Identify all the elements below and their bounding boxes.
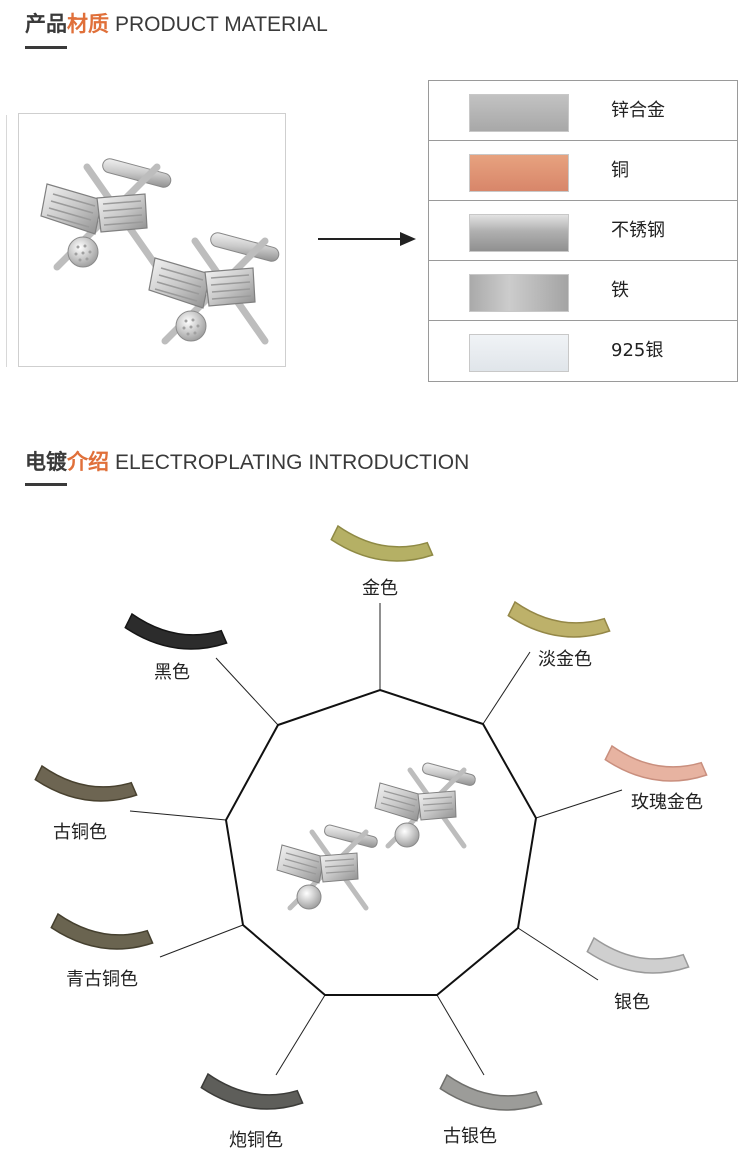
plating-swatch-gold [329,524,435,564]
material-label: 925银 [611,340,664,361]
plating-swatch-antique-bronze [33,764,139,804]
arrow-right-icon [400,232,416,246]
plating-label: 玫瑰金色 [631,792,703,813]
center-cufflinks-illustration [277,762,476,909]
plating-label: 炮铜色 [229,1130,283,1151]
plating-label: 古银色 [443,1126,497,1147]
plating-label: 古铜色 [53,822,107,843]
title-cn-part1: 电镀 [25,450,67,474]
material-swatch [469,154,569,192]
title-cn-part2: 材质 [67,12,109,36]
material-row: 锌合金 [429,81,737,141]
material-row: 不锈钢 [429,201,737,261]
material-label: 不锈钢 [611,220,665,241]
plating-swatch-gunmetal [199,1072,305,1112]
title-cn-part2: 介绍 [67,450,109,474]
plating-swatch-black [123,612,229,652]
material-swatch [469,334,569,372]
material-label: 锌合金 [611,100,665,121]
plating-swatch-antique-silver [438,1073,544,1113]
section-title-plating: 电镀介绍 ELECTROPLATING INTRODUCTION [25,448,469,477]
material-table: 锌合金 铜 不锈钢 铁 925银 [428,80,738,382]
arrow-line [318,238,404,240]
title-en: PRODUCT MATERIAL [115,13,328,36]
material-label: 铜 [611,160,629,181]
material-row: 铜 [429,141,737,201]
section-title-material: 产品材质 PRODUCT MATERIAL [25,10,328,39]
plating-label: 淡金色 [538,649,592,670]
plating-label: 黑色 [154,662,190,683]
title-underline [25,483,67,486]
plating-swatch-green-bronze [49,912,155,952]
material-swatch [469,274,569,312]
title-cn-part1: 产品 [25,12,67,36]
plating-label: 金色 [362,578,398,599]
decagon-frame [224,688,538,996]
plating-swatch-silver [585,936,691,976]
material-label: 铁 [611,280,629,301]
plating-label: 青古铜色 [66,969,138,990]
divider [6,115,7,367]
title-underline [25,46,67,49]
material-swatch [469,214,569,252]
material-row: 925银 [429,321,737,381]
material-row: 铁 [429,261,737,321]
product-image [18,113,286,367]
title-en: ELECTROPLATING INTRODUCTION [115,451,470,474]
connector-lines [129,603,623,1076]
material-swatch [469,94,569,132]
plating-swatch-rose-gold [603,744,709,784]
plating-swatch-light-gold [506,600,612,640]
plating-label: 银色 [614,992,650,1013]
